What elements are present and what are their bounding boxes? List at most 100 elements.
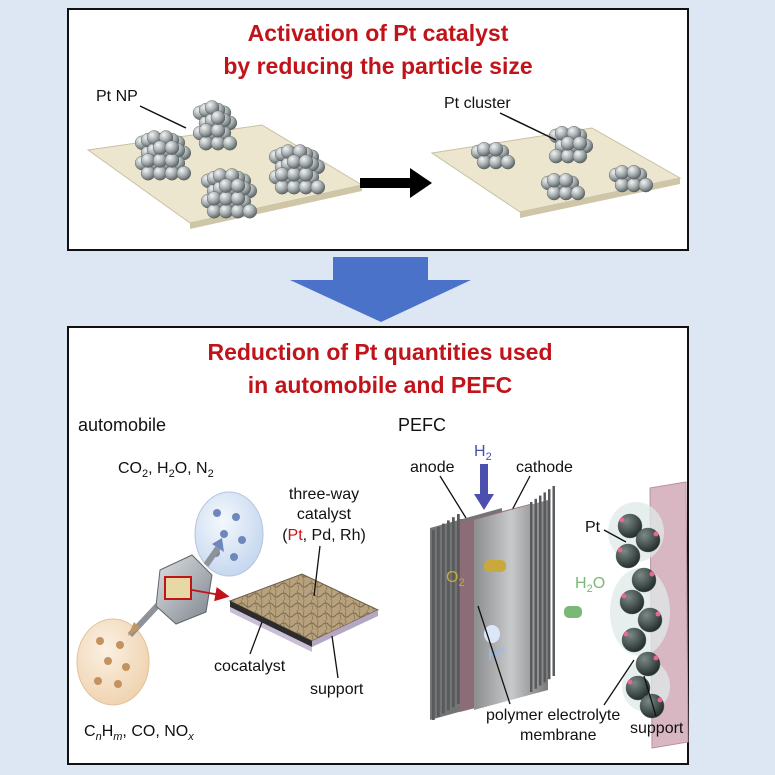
support-label-auto: support <box>310 681 364 698</box>
flow-channel-rib <box>447 520 450 711</box>
flow-channel-rib <box>548 489 551 680</box>
h2-label: H2 <box>474 443 492 463</box>
big-down-arrow <box>290 257 471 322</box>
pt-atom <box>222 136 238 151</box>
pt-dot <box>653 531 659 537</box>
membrane-label-line1: polymer electrolyte <box>486 707 620 724</box>
support-layer <box>312 610 378 647</box>
pt-atom <box>572 148 588 164</box>
support-pointer-pefc-2 <box>643 675 657 717</box>
pt-atom <box>242 204 258 219</box>
support-label-pefc: support <box>630 720 684 737</box>
pt-atom <box>638 177 654 193</box>
pt-clusters <box>470 126 654 201</box>
pt-atom <box>230 178 246 193</box>
label-pt-np: Pt NP <box>96 88 138 105</box>
inlet-flow-arrow <box>128 622 140 636</box>
pt-atom <box>176 166 192 181</box>
pt-atom <box>164 153 180 168</box>
flow-channel-rib <box>543 492 546 683</box>
pt-atom <box>298 167 314 182</box>
size-reduction-arrow <box>360 168 432 198</box>
flow-channel-rib <box>552 486 555 676</box>
pt-dot <box>623 631 629 637</box>
anode-label: anode <box>410 459 455 476</box>
pt-atom <box>210 123 226 138</box>
bottom-title-line2: in automobile and PEFC <box>248 372 513 398</box>
o2-inlet-pipe <box>484 560 506 572</box>
pt-atom <box>310 180 325 195</box>
pt-nanoparticles <box>134 100 325 219</box>
pt-dot <box>621 593 627 599</box>
automobile-heading: automobile <box>78 415 166 435</box>
inlet-gas-molecules <box>94 637 130 688</box>
pt-atom <box>558 173 574 188</box>
pt-atom <box>570 185 586 201</box>
pt-dot <box>653 655 659 661</box>
cocatalyst-label: cocatalyst <box>214 658 286 675</box>
pt-dot <box>649 571 655 577</box>
flow-channel-rib <box>539 495 542 686</box>
top-title-line1: Activation of Pt catalyst <box>248 20 509 46</box>
membrane-pointer <box>477 605 511 705</box>
o2-label: O2 <box>446 569 465 589</box>
pt-dot <box>655 611 661 617</box>
catalyst-label-line2: catalyst <box>297 506 352 523</box>
flow-channel-rib <box>534 498 537 689</box>
pt-atom <box>210 110 226 125</box>
outlet-flow-arrow <box>212 538 224 552</box>
catalyst-label-line1: three-way <box>289 486 359 503</box>
flow-channel-rib <box>437 526 440 717</box>
membrane-label-line2: membrane <box>520 727 597 744</box>
h2-inlet-arrow <box>474 464 494 510</box>
flow-channel-rib <box>432 530 435 720</box>
h2o-outlet-pipe <box>564 606 582 618</box>
flow-channel-rib <box>530 502 533 692</box>
catalyst-pointer <box>313 545 321 597</box>
support-layer-front <box>230 607 312 652</box>
cocatalyst-layer <box>230 601 312 647</box>
np-substrate-edge <box>190 185 362 229</box>
cathode-label: cathode <box>516 459 573 476</box>
pt-dot <box>657 697 663 703</box>
flow-channel-rib <box>452 517 455 708</box>
outlet-gas-molecules <box>212 509 246 561</box>
pt-atom <box>488 142 504 157</box>
pt-atom <box>500 154 516 170</box>
converter-zoom-box <box>164 576 192 600</box>
pt-dot <box>617 547 623 553</box>
flow-channel-rib <box>442 523 445 714</box>
carbon-support-particles <box>615 513 665 719</box>
anode-flow-channels <box>432 514 460 720</box>
bottom-panel <box>67 326 689 765</box>
cathode-pointer <box>509 475 531 515</box>
pt-pointer <box>603 529 627 543</box>
support-pointer-auto <box>331 635 339 679</box>
bottom-title-line1: Reduction of Pt quantities used <box>207 339 552 365</box>
pt-label: Pt <box>585 519 601 536</box>
pefc-heading: PEFC <box>398 415 446 435</box>
support-pointer-pefc-1 <box>603 659 635 706</box>
pt-cluster-pointer <box>499 112 557 141</box>
cathode-flow-channels <box>530 486 555 692</box>
label-pt-cluster: Pt cluster <box>444 95 511 112</box>
flow-channel-rib <box>457 514 460 704</box>
proton-marker <box>484 625 500 643</box>
pt-atom <box>230 191 246 206</box>
pt-atom <box>298 154 314 169</box>
top-title-line2: by reducing the particle size <box>223 53 532 79</box>
anode-pointer <box>439 475 467 519</box>
pt-atom <box>572 136 588 151</box>
pt-dot <box>619 517 625 523</box>
cathode-plate <box>474 500 548 710</box>
cocatalyst-pointer <box>249 621 263 655</box>
zoom-arrow <box>191 587 230 602</box>
inlet-gas-bubble <box>76 618 150 706</box>
outlet-gases-label: CO2, H2O, N2 <box>118 460 214 480</box>
exhaust-outlet-pipe <box>203 546 221 567</box>
h2o-label: H2O <box>575 575 605 595</box>
catalyst-label-line3: (Pt, Pd, Rh) <box>282 527 366 544</box>
pt-atom <box>626 165 642 180</box>
pt-np-pointer <box>139 105 187 129</box>
